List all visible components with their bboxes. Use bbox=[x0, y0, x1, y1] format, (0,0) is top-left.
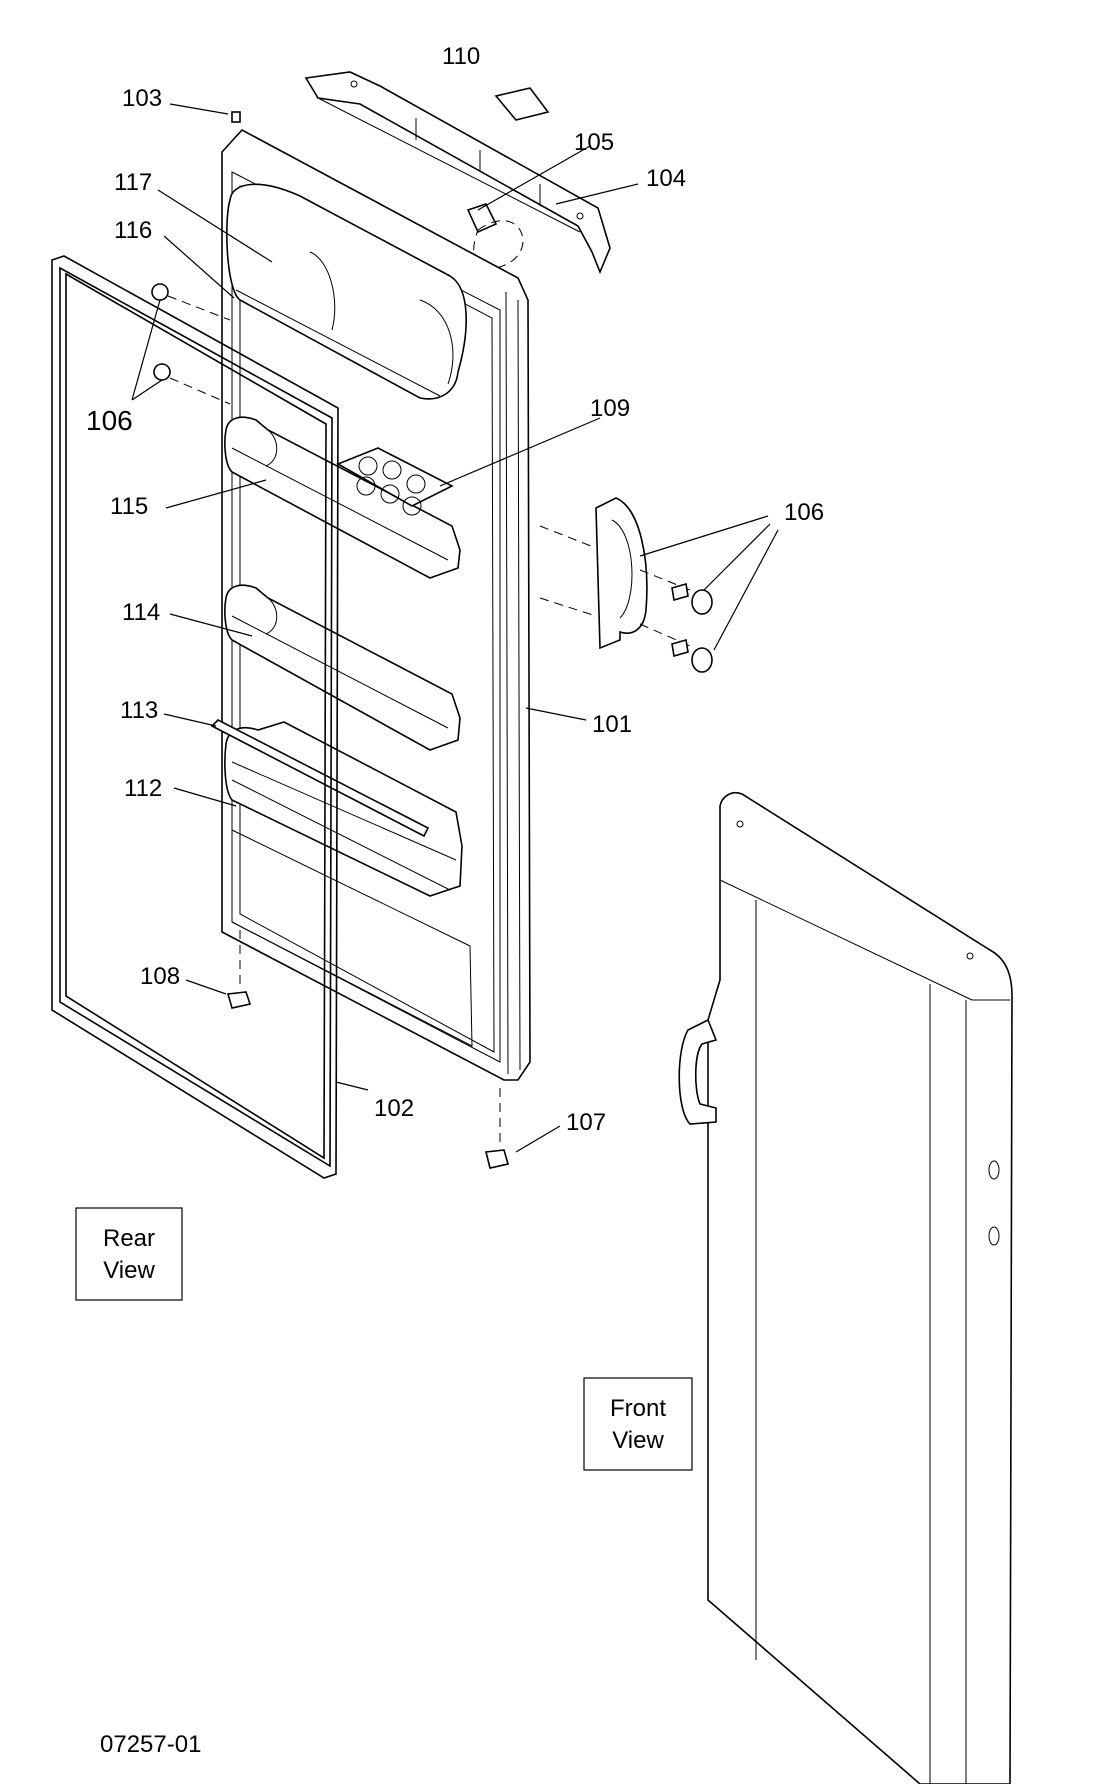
callout-116: 116 bbox=[114, 217, 152, 244]
callout-109: 109 bbox=[590, 395, 630, 422]
callout-102: 102 bbox=[374, 1095, 414, 1122]
callout-112: 112 bbox=[124, 775, 162, 802]
callout-labels: 110 103 105 104 117 116 106 109 106 115 … bbox=[86, 43, 824, 1136]
callout-107: 107 bbox=[566, 1109, 606, 1136]
rear-view-box: Rear View bbox=[75, 1207, 183, 1301]
callout-108: 108 bbox=[140, 963, 180, 990]
callout-117: 117 bbox=[114, 169, 152, 196]
callout-115: 115 bbox=[110, 493, 148, 520]
hinge-bracket-108 bbox=[226, 930, 252, 1009]
callout-101: 101 bbox=[592, 711, 632, 738]
callout-114: 114 bbox=[122, 599, 160, 626]
rear-view-line2: View bbox=[103, 1257, 155, 1284]
door-gasket-102 bbox=[51, 255, 339, 1179]
label-plate-110 bbox=[494, 87, 550, 121]
clip-105 bbox=[466, 203, 524, 270]
retainer-bar-113 bbox=[210, 719, 430, 838]
hinge-pins-106 bbox=[151, 283, 231, 405]
callout-106-left: 106 bbox=[86, 405, 133, 436]
egg-tray-109 bbox=[336, 447, 454, 516]
shelf-115 bbox=[224, 416, 461, 579]
rear-view-line1: Rear bbox=[103, 1225, 155, 1252]
shelf-114 bbox=[224, 584, 461, 751]
hinge-bracket-107 bbox=[485, 1088, 510, 1169]
callout-113: 113 bbox=[120, 697, 158, 724]
front-view-box: Front View bbox=[583, 1377, 693, 1471]
callout-106-right: 106 bbox=[784, 499, 824, 526]
dairy-bin-117 bbox=[226, 183, 467, 400]
callout-110: 110 bbox=[442, 43, 480, 70]
callout-104: 104 bbox=[646, 165, 686, 192]
callout-105: 105 bbox=[574, 129, 614, 156]
door-handle bbox=[539, 497, 713, 673]
leader-lines bbox=[131, 103, 779, 1153]
front-view-door bbox=[678, 791, 1013, 1785]
drawing-number: 07257-01 bbox=[100, 1731, 201, 1758]
callout-103: 103 bbox=[122, 85, 162, 112]
front-view-line1: Front bbox=[610, 1395, 666, 1422]
front-view-line2: View bbox=[612, 1427, 664, 1454]
top-trim-cap-104 bbox=[304, 71, 611, 275]
screw-103 bbox=[231, 111, 241, 123]
